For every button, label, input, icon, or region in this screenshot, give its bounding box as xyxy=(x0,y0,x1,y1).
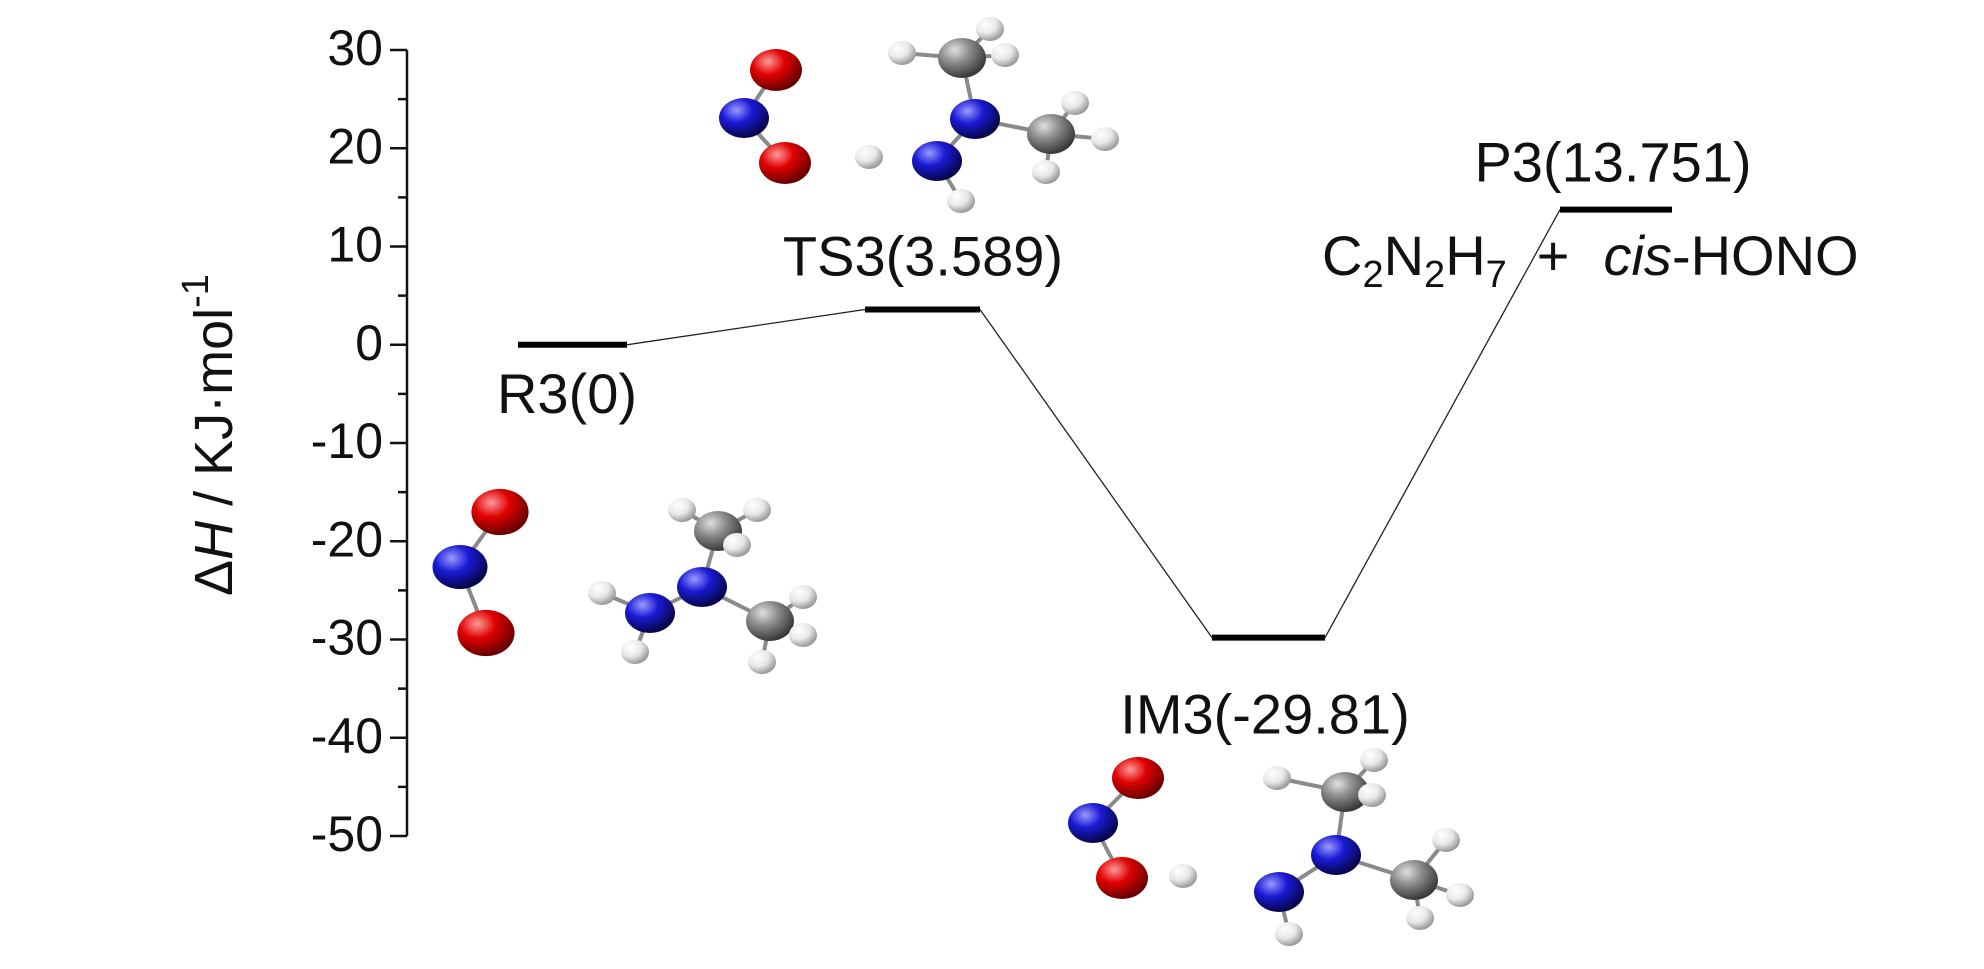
atom-H xyxy=(1432,828,1460,852)
atom-H xyxy=(1406,906,1434,930)
atom-O xyxy=(471,488,529,536)
atom-H xyxy=(1358,783,1386,807)
atom-C xyxy=(938,38,986,78)
formula-cis: cis xyxy=(1603,224,1671,287)
atom-N xyxy=(625,593,675,633)
atom-C xyxy=(1027,114,1075,154)
atom-H xyxy=(588,581,616,605)
y-axis-label: ΔH / KJ·mol-1 xyxy=(175,274,244,596)
atom-H xyxy=(947,189,975,213)
atom-N xyxy=(950,99,1000,139)
level-label-TS3: TS3(3.589) xyxy=(783,224,1063,287)
y-axis-label-unit: / KJ·mol xyxy=(184,308,244,521)
molecule-no2-ts3 xyxy=(719,49,811,184)
atom-H xyxy=(888,41,916,65)
molecule-structures xyxy=(432,17,1474,946)
atom-O xyxy=(750,49,802,91)
y-axis-label-var: H xyxy=(184,520,244,560)
atom-N xyxy=(1068,803,1118,843)
formula-h-sub: 7 xyxy=(1486,254,1507,296)
connector-IM3-P3 xyxy=(1324,209,1561,638)
formula-c-sub: 2 xyxy=(1362,254,1383,296)
molecule-amine-ts3 xyxy=(855,17,1119,213)
atom-N xyxy=(719,98,769,138)
y-axis-label-symbol: Δ xyxy=(184,560,244,596)
y-tick-label: -50 xyxy=(311,806,383,862)
formula-n: N xyxy=(1384,224,1424,287)
product-formula: C2N2H7+cis-HONO xyxy=(1322,224,1859,296)
atom-O xyxy=(759,142,811,184)
level-label-R3: R3(0) xyxy=(497,362,637,425)
y-axis-label-exp: -1 xyxy=(175,274,217,308)
level-label-IM3: IM3(-29.81) xyxy=(1120,683,1409,746)
atom-H xyxy=(991,43,1019,67)
atom-H xyxy=(1360,748,1388,772)
atom-H xyxy=(1275,922,1303,946)
atom-H xyxy=(789,585,817,609)
reaction-path xyxy=(626,209,1561,639)
formula-n-sub: 2 xyxy=(1424,254,1445,296)
formula-c: C xyxy=(1322,224,1362,287)
connector-R3-TS3 xyxy=(626,308,866,346)
atom-C xyxy=(1321,772,1369,812)
connector-TS3-IM3 xyxy=(979,309,1213,639)
atom-H xyxy=(668,498,696,522)
atom-H xyxy=(723,533,751,557)
atom-H xyxy=(789,623,817,647)
atom-H xyxy=(1032,160,1060,184)
atom-H xyxy=(1263,766,1291,790)
atom-C xyxy=(1390,860,1438,900)
atom-H xyxy=(743,498,771,522)
formula-hono: -HONO xyxy=(1672,224,1859,287)
y-tick-label: 30 xyxy=(327,20,383,76)
y-tick-label: 0 xyxy=(355,315,383,371)
atom-H xyxy=(855,145,883,169)
atom-H xyxy=(1091,127,1119,151)
atom-N xyxy=(1311,835,1361,875)
y-tick-label: -40 xyxy=(311,708,383,764)
y-tick-label: 20 xyxy=(327,118,383,174)
molecule-no2-im3 xyxy=(1068,757,1164,899)
atom-N xyxy=(912,141,962,181)
level-label-P3: P3(13.751) xyxy=(1474,131,1751,194)
atom-H xyxy=(1169,864,1197,888)
atom-H xyxy=(748,650,776,674)
molecule-amine-r3 xyxy=(588,498,817,674)
atom-O xyxy=(1112,757,1164,799)
atom-H xyxy=(1446,883,1474,907)
y-tick-label: -10 xyxy=(311,413,383,469)
atom-H xyxy=(621,640,649,664)
atom-N xyxy=(1254,872,1304,912)
atom-N xyxy=(432,545,488,589)
atom-O xyxy=(1096,857,1148,899)
formula-plus: + xyxy=(1537,224,1570,287)
atom-H xyxy=(1061,91,1089,115)
y-axis: 30 20 10 0 -10 -20 -30 -40 -50 xyxy=(311,20,409,862)
formula-h: H xyxy=(1445,224,1485,287)
energy-levels: R3(0) TS3(3.589) IM3(-29.81) P3(13.751) xyxy=(497,131,1752,746)
atom-C xyxy=(746,601,794,641)
molecule-amine-im3 xyxy=(1169,748,1474,946)
y-tick-label: 10 xyxy=(327,217,383,273)
y-tick-label: -20 xyxy=(311,511,383,567)
atom-H xyxy=(976,17,1004,41)
atom-O xyxy=(457,609,515,657)
atom-N xyxy=(677,567,727,607)
y-tick-label: -30 xyxy=(311,610,383,666)
molecule-no2-r3 xyxy=(432,488,529,657)
